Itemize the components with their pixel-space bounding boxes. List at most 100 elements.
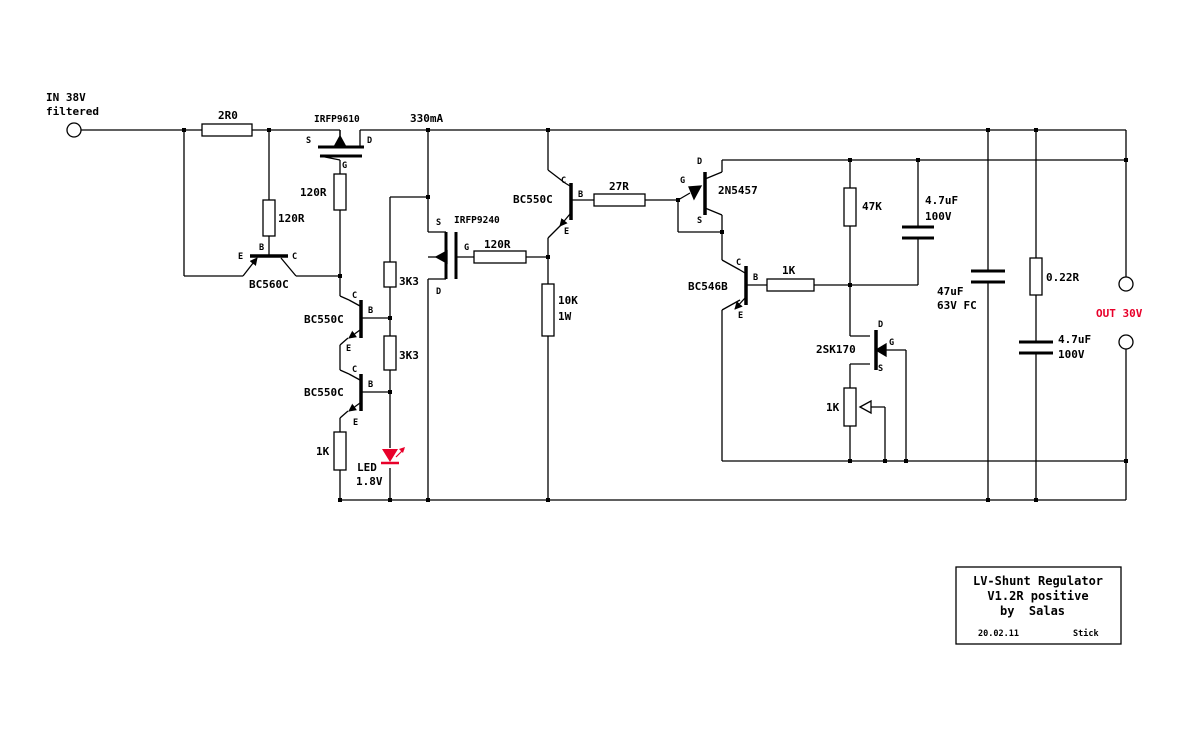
label-current: 330mA — [410, 112, 443, 125]
resistor-0r22 — [1029, 257, 1043, 296]
pin-bc550c-lower-c: C — [352, 365, 357, 375]
pin-irfp9240-g: G — [464, 243, 469, 253]
label-47k: 47K — [862, 200, 882, 213]
label-4u7-a-value: 4.7uF — [925, 194, 958, 207]
label-pot-1k: 1K — [826, 401, 840, 414]
label-bc550c-upper: BC550C — [304, 313, 344, 326]
transistor-bc546b — [734, 266, 748, 310]
resistors — [201, 123, 1043, 471]
resistor-3k3-lower — [383, 335, 397, 371]
resistor-47k — [843, 187, 857, 227]
label-2r0: 2R0 — [218, 109, 238, 122]
pin-2sk170-g: G — [889, 338, 894, 348]
input-terminal[interactable] — [66, 122, 82, 138]
label-10k-power: 1W — [558, 310, 572, 323]
jfet-2n5457 — [677, 172, 707, 215]
pin-bc550c-lower-e: E — [353, 418, 358, 428]
pin-bc550c-driver-b: B — [578, 190, 583, 200]
pin-bc550c-lower-b: B — [368, 380, 373, 390]
label-120r-bias: 120R — [278, 212, 305, 225]
transistor-bc550c-lower — [348, 373, 363, 412]
pin-bc560c-e: E — [238, 252, 243, 262]
label-led: LED — [357, 461, 377, 474]
mosfet-irfp9610 — [318, 130, 364, 161]
label-47u-value: 47uF — [937, 285, 964, 298]
pin-irfp9240-d: D — [436, 287, 441, 297]
label-47u-voltage: 63V FC — [937, 299, 977, 312]
pin-bc550c-upper-b: B — [368, 306, 373, 316]
label-4u7-b-voltage: 100V — [1058, 348, 1085, 361]
title-line3: by Salas — [1000, 604, 1065, 618]
pin-bc546b-e: E — [738, 311, 743, 321]
pin-2sk170-s: S — [878, 364, 883, 374]
transistor-bc550c-upper — [348, 299, 363, 339]
pin-irfp9610-s: S — [306, 136, 311, 146]
output-label: OUT 30V — [1096, 307, 1143, 320]
input-label-line2: filtered — [46, 105, 99, 118]
pin-bc546b-c: C — [736, 258, 741, 268]
resistor-120r-bias — [262, 199, 276, 237]
label-2n5457: 2N5457 — [718, 184, 758, 197]
pin-irfp9610-g: G — [342, 161, 347, 171]
pin-bc560c-c: C — [292, 252, 297, 262]
label-27r: 27R — [609, 180, 629, 193]
junction-dots — [182, 128, 1128, 502]
label-irfp9240: IRFP9240 — [454, 215, 500, 226]
resistor-3k3-upper — [383, 261, 397, 288]
label-0r22: 0.22R — [1046, 271, 1079, 284]
resistor-120r-gate — [333, 173, 347, 211]
pin-irfp9610-d: D — [367, 136, 372, 146]
label-120r-gate: 120R — [300, 186, 327, 199]
label-bc550c-lower: BC550C — [304, 386, 344, 399]
pin-bc550c-driver-e: E — [564, 227, 569, 237]
label-led-voltage: 1.8V — [356, 475, 383, 488]
label-bc560c: BC560C — [249, 278, 289, 291]
resistor-120r-irfp9240-gate — [473, 250, 527, 264]
pin-bc550c-upper-e: E — [346, 344, 351, 354]
title-date: 20.02.11 — [978, 629, 1019, 639]
mosfet-irfp9240 — [428, 232, 458, 279]
label-3k3-upper: 3K3 — [399, 275, 419, 288]
pin-bc550c-driver-c: C — [561, 176, 566, 186]
label-2sk170: 2SK170 — [816, 343, 856, 356]
label-bc550c-driver: BC550C — [513, 193, 553, 206]
resistor-10k-1w — [541, 283, 555, 337]
title-block: LV-Shunt Regulator V1.2R positive by Sal… — [955, 566, 1122, 645]
label-1k-base: 1K — [782, 264, 796, 277]
resistor-1k-emitter — [333, 431, 347, 471]
pin-irfp9240-s: S — [436, 218, 441, 228]
led-red — [381, 447, 405, 465]
potentiometer-1k — [843, 387, 857, 427]
label-irfp9610: IRFP9610 — [314, 114, 360, 125]
label-4u7-a-voltage: 100V — [925, 210, 952, 223]
transistor-bc550c-driver — [559, 182, 573, 227]
pin-2sk170-d: D — [878, 320, 883, 330]
output-terminal-negative[interactable] — [1118, 334, 1134, 350]
pin-bc560c-b: B — [259, 243, 264, 253]
label-120r-irfp9240: 120R — [484, 238, 511, 251]
label-3k3-lower: 3K3 — [399, 349, 419, 362]
transistor-bc560c — [242, 254, 297, 277]
wires — [81, 129, 1127, 501]
pin-2n5457-g: G — [680, 176, 685, 186]
resistor-1k-base — [766, 278, 815, 292]
pin-bc546b-b: B — [753, 273, 758, 283]
potentiometer-wiper-arrow — [858, 399, 872, 415]
label-bc546b: BC546B — [688, 280, 728, 293]
title-block-frame — [955, 566, 1122, 645]
label-1k-emitter: 1K — [316, 445, 330, 458]
capacitors — [902, 225, 1053, 355]
pin-2n5457-s: S — [697, 216, 702, 226]
title-line2: V1.2R positive — [987, 589, 1088, 603]
title-author: Stick — [1073, 628, 1099, 639]
output-terminal-positive[interactable] — [1118, 276, 1134, 292]
input-label-line1: IN 38V — [46, 91, 86, 104]
title-line1: LV-Shunt Regulator — [973, 574, 1103, 588]
pin-bc550c-upper-c: C — [352, 291, 357, 301]
resistor-2r0 — [201, 123, 253, 137]
label-4u7-b-value: 4.7uF — [1058, 333, 1091, 346]
jfet-2sk170 — [874, 330, 887, 370]
resistor-27r — [593, 193, 646, 207]
label-10k: 10K — [558, 294, 578, 307]
